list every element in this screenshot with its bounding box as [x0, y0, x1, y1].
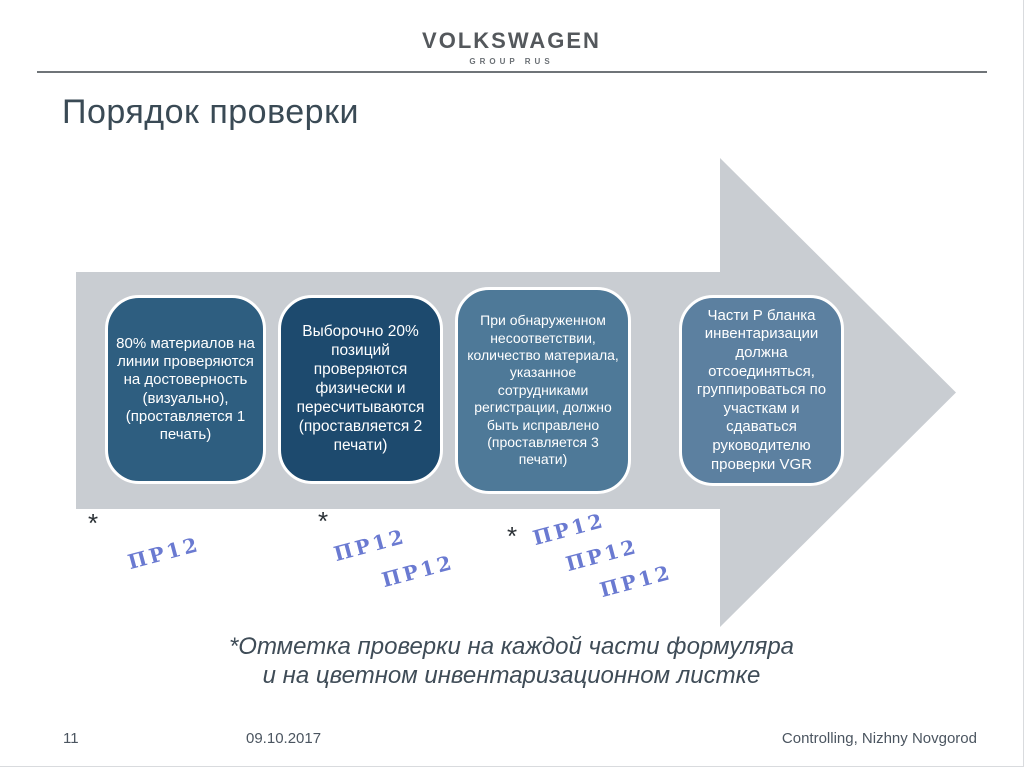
- page-number: 11: [63, 730, 79, 747]
- pr12-stamp-3: ПР12: [379, 549, 457, 593]
- group-rus-label: GROUP RUS: [469, 57, 554, 66]
- pr12-stamp-2: ПР12: [331, 523, 409, 567]
- step-text-1: 80% материалов на линии проверяются на д…: [116, 334, 255, 444]
- step-text-4: Части Р бланка инвентаризации должна отс…: [696, 306, 827, 473]
- asterisk-marker-3: *: [507, 521, 518, 551]
- page-title: Порядок проверки: [62, 93, 359, 131]
- footnote-line2: и на цветном инвентаризационном листке: [262, 661, 761, 689]
- step-box-3: При обнаруженном несоответствии, количес…: [455, 287, 631, 494]
- step-box-2: Выборочно 20% позиций проверяются физиче…: [278, 295, 443, 484]
- step-text-3: При обнаруженном несоответствии, количес…: [467, 312, 619, 468]
- footnote: *Отметка проверки на каждой части формул…: [0, 633, 1023, 691]
- step-text-2: Выборочно 20% позиций проверяются физиче…: [296, 323, 425, 454]
- footnote-line1: *Отметка проверки на каждой части формул…: [228, 633, 795, 660]
- asterisk-marker-2: *: [318, 506, 329, 536]
- footer-location: Controlling, Nizhny Novgorod: [781, 730, 977, 747]
- volkswagen-logo: VOLKSWAGEN GROUP RUS: [0, 30, 1023, 66]
- pr12-stamp-1: ПР12: [125, 531, 203, 575]
- header-divider: [37, 71, 987, 73]
- volkswagen-brand-text: VOLKSWAGEN: [422, 28, 601, 53]
- asterisk-marker-1: *: [88, 508, 99, 538]
- slide-date: 09.10.2017: [246, 730, 322, 747]
- step-box-4: Части Р бланка инвентаризации должна отс…: [679, 295, 844, 486]
- pr12-stamp-6: ПР12: [597, 559, 675, 603]
- step-box-1: 80% материалов на линии проверяются на д…: [105, 295, 266, 484]
